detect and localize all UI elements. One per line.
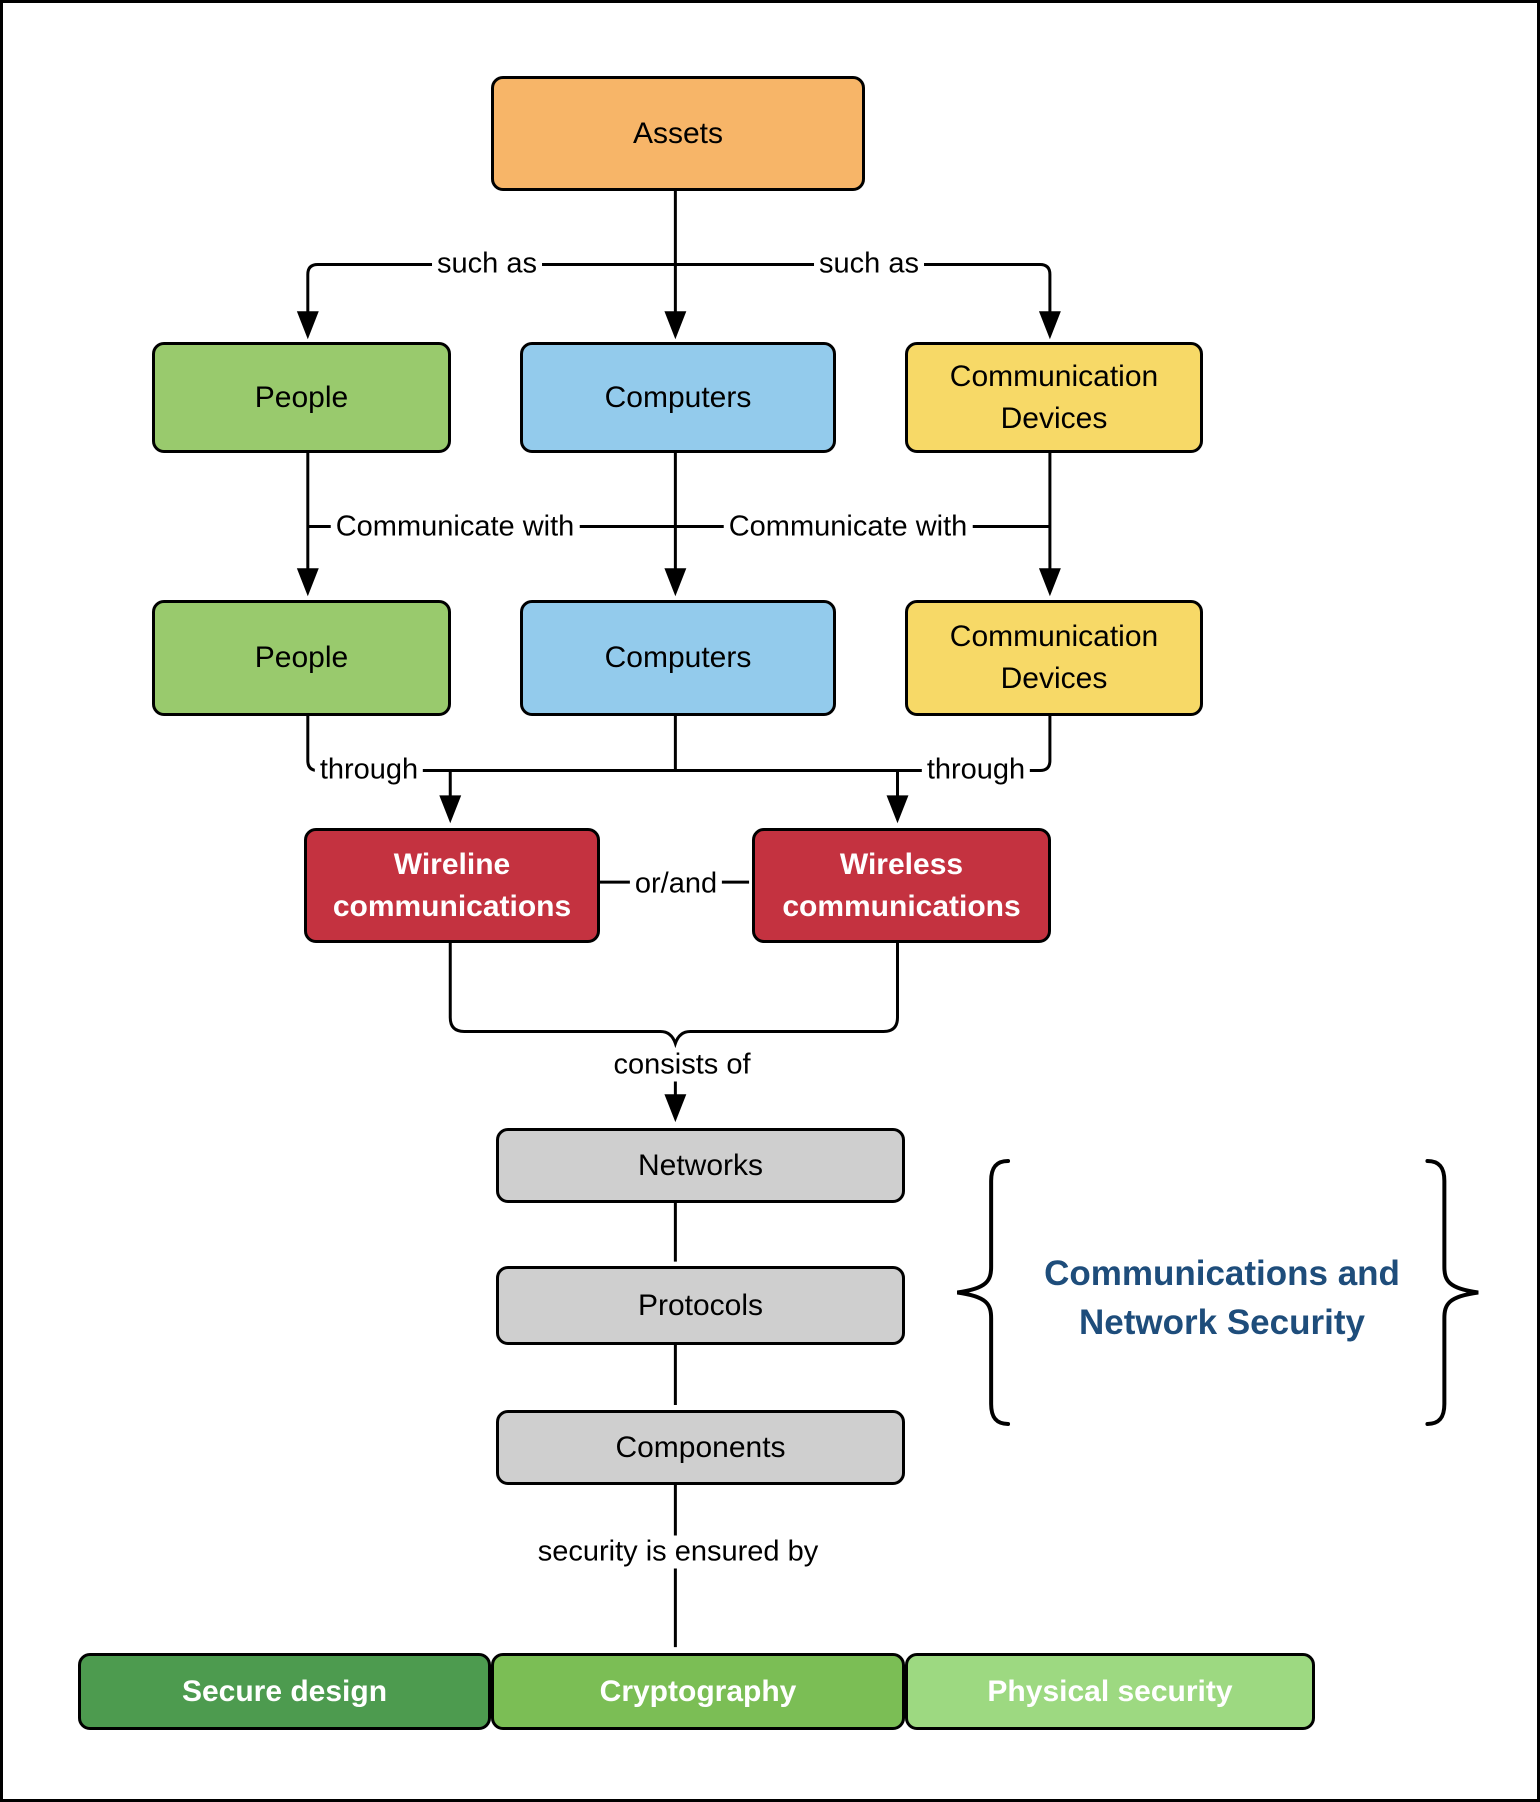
node-protocols-label: Protocols (637, 1288, 764, 1322)
node-components-label: Components (615, 1430, 786, 1464)
arrowhead-computers-bottom (664, 568, 687, 597)
node-wireline-label: Wireline communications (332, 847, 572, 923)
arrowhead-wireline (439, 795, 462, 824)
node-wireline: Wireline communications (304, 828, 600, 943)
node-networks-label: Networks (637, 1148, 764, 1182)
node-wireless-label: Wireless communications (782, 847, 1021, 923)
right-brace (1425, 1158, 1479, 1426)
edge-label-through-left: through (314, 753, 424, 787)
node-physical-security-label: Physical security (987, 1674, 1233, 1708)
arrowheads (296, 311, 1061, 1123)
node-comm-devices-bottom-label: Communication Devices (949, 620, 1159, 695)
left-brace (957, 1158, 1011, 1426)
node-computers-bottom: Computers (520, 600, 836, 716)
node-computers-top: Computers (520, 342, 836, 453)
edge-label-communicate-with-left: Communicate with (330, 510, 580, 544)
brace-annotation-line1: Communications and (1044, 1254, 1400, 1293)
braces (957, 1158, 1479, 1426)
arrowhead-computers-top (664, 311, 687, 340)
edge-label-through-right: through (921, 753, 1031, 787)
node-comm-devices-bottom: Communication Devices (905, 600, 1203, 716)
edge-label-or-and: or/and (629, 867, 723, 901)
connector-fork-drops (448, 770, 899, 799)
arrowhead-networks (664, 1094, 687, 1123)
arrowhead-people-bottom (296, 568, 319, 597)
edge-label-security-ensured: security is ensured by (532, 1535, 824, 1569)
edge-label-such-as-right: such as (814, 247, 924, 281)
node-people-bottom-label: People (254, 641, 349, 674)
node-cryptography: Cryptography (491, 1653, 905, 1730)
arrowhead-comm-devices-bottom (1038, 568, 1061, 597)
node-networks: Networks (496, 1128, 905, 1203)
connector-such-as-rail (306, 262, 1052, 315)
edge-label-consists-of: consists of (608, 1048, 756, 1082)
node-secure-design: Secure design (78, 1653, 491, 1730)
node-secure-design-label: Secure design (181, 1674, 388, 1708)
node-wireless: Wireless communications (752, 828, 1051, 943)
arrowhead-comm-devices-top (1038, 311, 1061, 340)
connector-communicate-verticals (306, 451, 1052, 572)
node-people-top: People (152, 342, 451, 453)
node-cryptography-label: Cryptography (599, 1674, 797, 1708)
node-people-bottom: People (152, 600, 451, 716)
node-components: Components (496, 1410, 905, 1485)
edge-label-such-as-left: such as (432, 247, 542, 281)
node-comm-devices-top-label: Communication Devices (949, 359, 1159, 435)
node-computers-bottom-label: Computers (604, 641, 752, 674)
arrowhead-people-top (296, 311, 319, 340)
node-comm-devices-top: Communication Devices (905, 342, 1203, 453)
connector-converge (448, 939, 899, 1049)
connector-through-rail (306, 713, 1052, 773)
node-assets: Assets (491, 76, 865, 191)
brace-annotation-line2: Network Security (1079, 1303, 1365, 1342)
node-physical-security: Physical security (905, 1653, 1315, 1730)
node-protocols: Protocols (496, 1266, 905, 1345)
edge-label-communicate-with-right: Communicate with (723, 510, 973, 544)
brace-annotation: Communications and Network Security (942, 1249, 1502, 1347)
arrowhead-wireless (886, 795, 909, 824)
node-people-top-label: People (254, 380, 349, 414)
node-assets-label: Assets (632, 116, 724, 150)
node-computers-top-label: Computers (604, 380, 752, 414)
